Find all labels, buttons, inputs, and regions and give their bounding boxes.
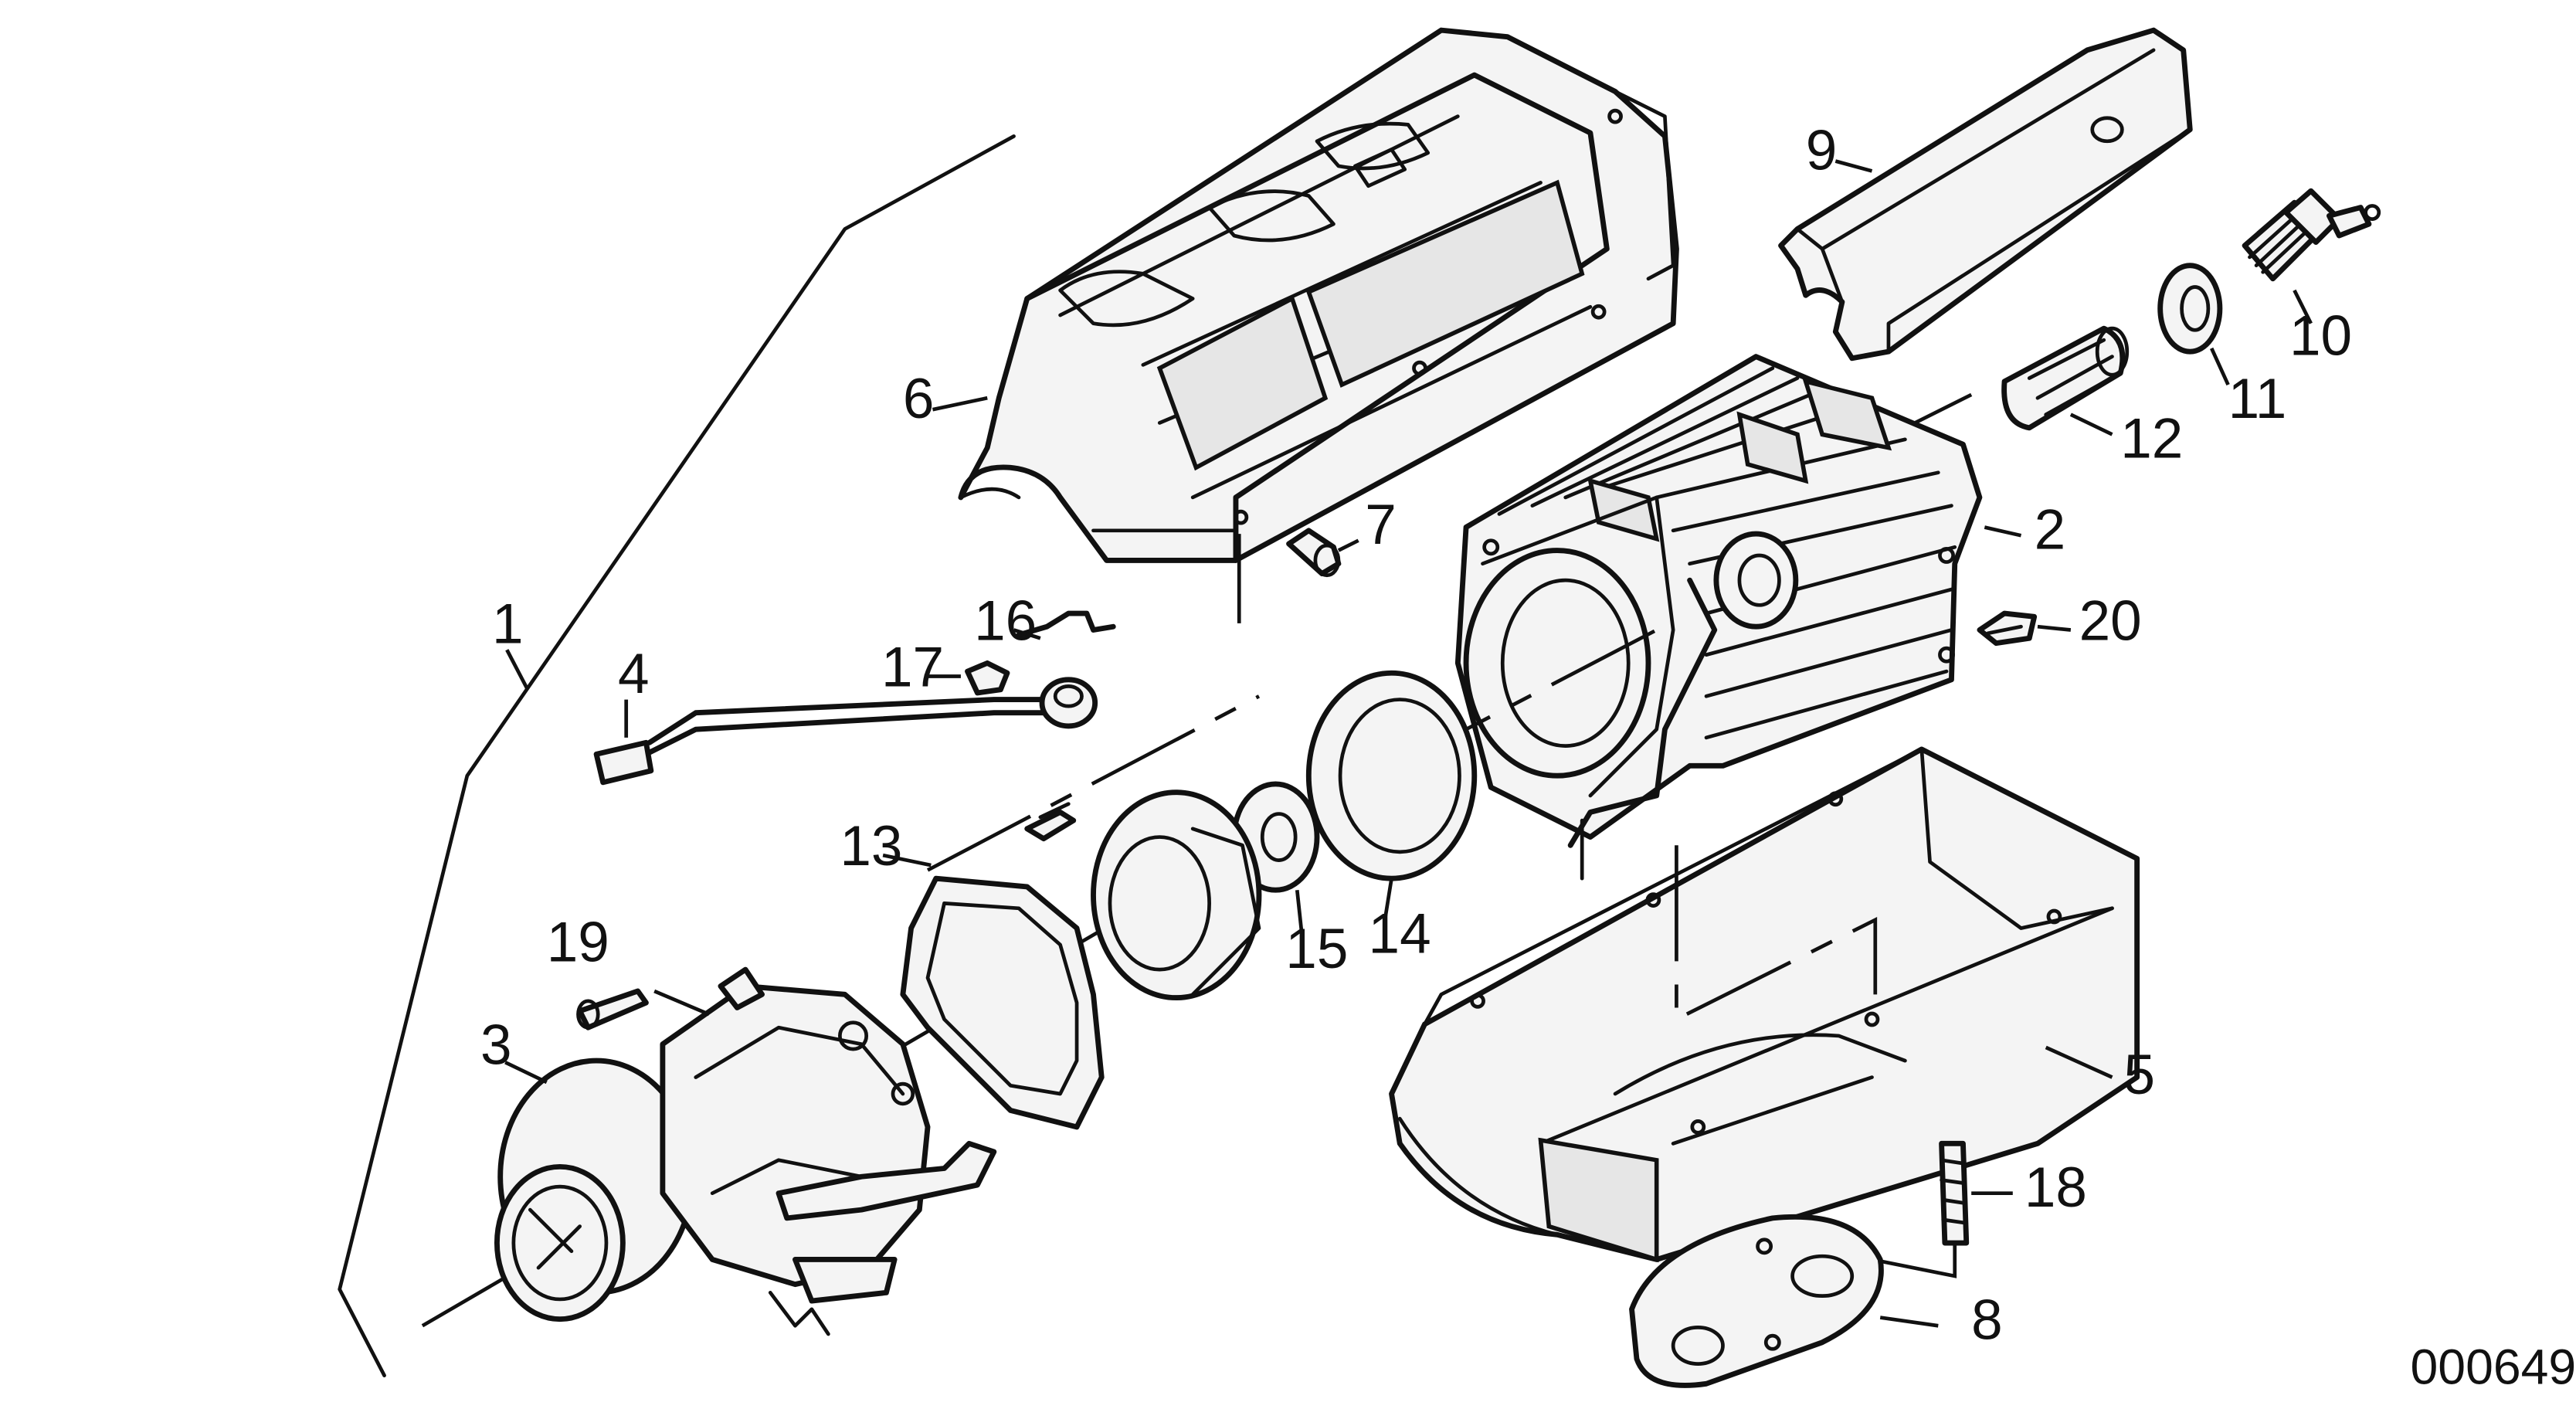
part-6-upper-hood xyxy=(958,27,1679,563)
part-4-sensor-cable xyxy=(593,677,1098,786)
leader-15 xyxy=(1295,889,1305,937)
leader-6 xyxy=(932,396,988,412)
label-20: 20 xyxy=(2079,589,2142,652)
label-10: 10 xyxy=(2289,304,2352,367)
label-3: 3 xyxy=(480,1013,512,1076)
label-8: 8 xyxy=(1971,1288,2003,1351)
part-20-clip xyxy=(1977,610,2038,647)
leader-10 xyxy=(2293,289,2313,324)
part-18-stud xyxy=(1939,1140,1970,1246)
leader-11 xyxy=(2210,347,2230,386)
part-2-heat-exchanger xyxy=(1454,354,1983,881)
part-16-bracket xyxy=(1016,610,1116,638)
label-11: 11 xyxy=(2228,368,2287,430)
label-5: 5 xyxy=(2123,1044,2155,1106)
leader-14 xyxy=(1383,878,1393,921)
label-14: 14 xyxy=(1369,903,1431,966)
label-7: 7 xyxy=(1365,494,1397,556)
fan-impeller xyxy=(1024,789,1262,1001)
leader-20 xyxy=(2037,624,2072,632)
leader-13 xyxy=(882,853,932,867)
leader-3 xyxy=(504,1061,548,1085)
part-19-screw xyxy=(576,988,649,1030)
part-17-clip xyxy=(965,660,1010,696)
label-13: 13 xyxy=(840,815,902,878)
part-7-screw xyxy=(1286,528,1342,578)
label-18: 18 xyxy=(2024,1156,2087,1219)
part-3-air-fan xyxy=(494,966,997,1336)
leader-19 xyxy=(653,989,710,1017)
part-5-lower-casing xyxy=(1389,746,2140,1263)
leader-1 xyxy=(505,649,529,689)
part-10-glow-plug xyxy=(2242,188,2381,282)
leader-8 xyxy=(1879,1316,1939,1328)
label-2: 2 xyxy=(2035,498,2066,561)
label-6: 6 xyxy=(903,368,935,430)
label-16: 16 xyxy=(974,589,1037,652)
drawing-number: 00064900 xyxy=(2411,1339,2576,1394)
leader-16 xyxy=(1013,628,1041,640)
part-11-seal-ring xyxy=(2157,263,2223,355)
label-12: 12 xyxy=(2120,407,2183,470)
assembly-boundary-line xyxy=(338,134,1016,1377)
part-8-foot-plate xyxy=(1629,1214,1884,1388)
label-4: 4 xyxy=(618,643,650,705)
leader-5 xyxy=(2045,1045,2113,1079)
leader-2 xyxy=(1984,525,2022,538)
axis-line-segment xyxy=(926,694,1261,872)
label-1: 1 xyxy=(492,593,524,656)
part-14-gasket xyxy=(1305,670,1478,881)
label-9: 9 xyxy=(1806,119,1838,182)
label-17: 17 xyxy=(881,636,944,698)
stud-axis-line xyxy=(1872,1243,1957,1278)
leader-12 xyxy=(2069,413,2113,436)
label-19: 19 xyxy=(547,911,609,973)
leader-9 xyxy=(1834,159,1873,173)
label-15: 15 xyxy=(1285,918,1348,980)
leader-7 xyxy=(1337,538,1359,552)
part-13-gasket xyxy=(900,875,1105,1130)
part-12-screen xyxy=(2001,325,2130,431)
part-9-cover xyxy=(1778,27,2193,362)
